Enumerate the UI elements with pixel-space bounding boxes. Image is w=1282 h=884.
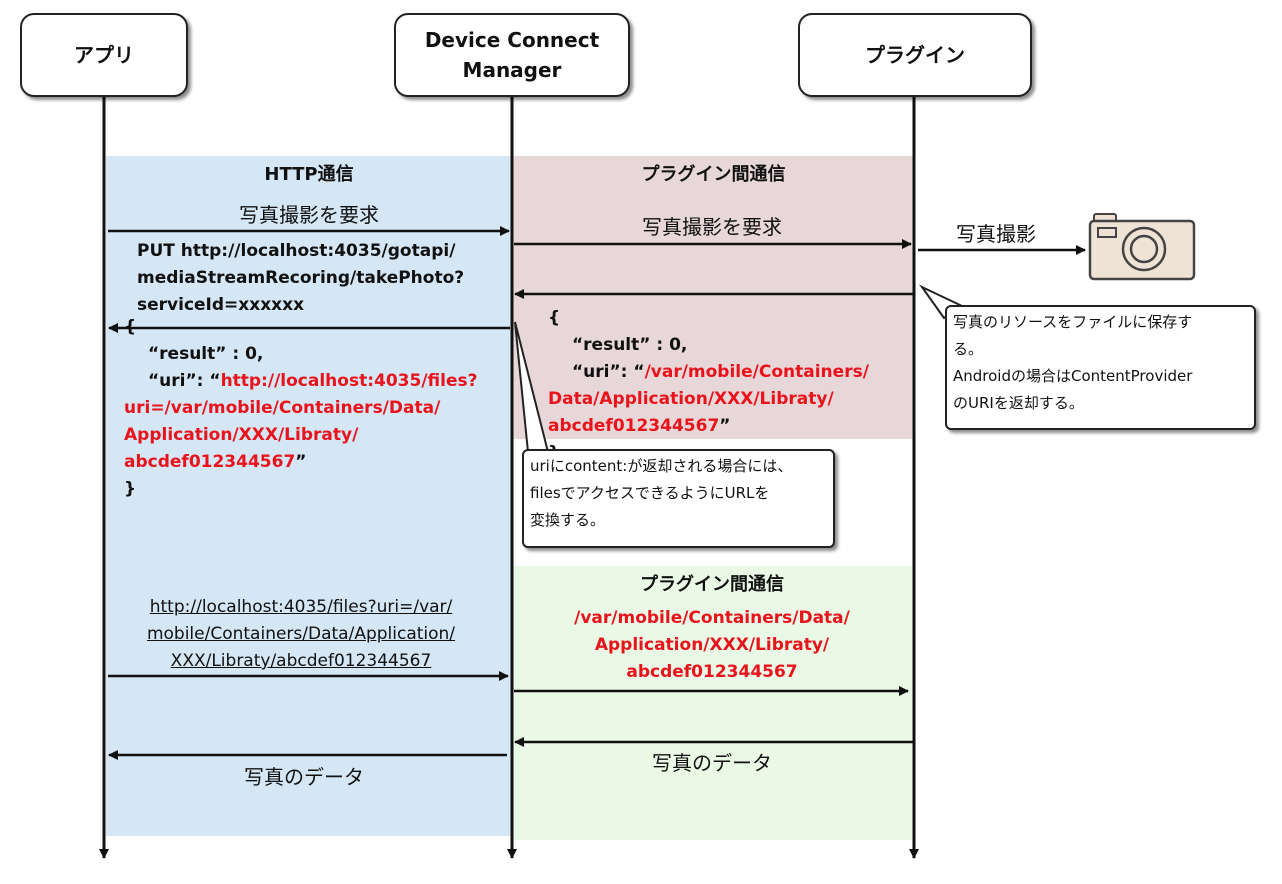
plugin-note-line-2: る。 (953, 340, 984, 358)
plugin-path-line-1: /var/mobile/Containers/Data/ (574, 608, 850, 628)
files-request-line-2: mobile/Containers/Data/Application/ (146, 624, 456, 644)
files-request: http://localhost:4035/files?uri=/var/ mo… (106, 594, 496, 675)
response-plugin-close: } (548, 440, 869, 454)
response-plugin-uri-line: “uri”: “/var/mobile/Containers/ (548, 359, 869, 386)
msg-request-app: 写真撮影を要求 (239, 203, 379, 227)
plugin-path-line-3: abcdef012344567 (626, 662, 798, 682)
response-app-uri-end: ” (295, 452, 307, 472)
manager-note-line-1: uriにcontent:が返却される場合には、 (530, 457, 793, 475)
section-http-title: HTTP通信 (264, 164, 354, 185)
response-app-uri-last: abcdef012344567” (124, 449, 477, 476)
actor-manager-label-2: Manager (462, 58, 562, 82)
response-plugin-uri-key: “uri”: “ (572, 362, 645, 382)
response-plugin-uri-red-2: Data/Application/XXX/Libraty/ (548, 389, 834, 409)
manager-note-line-2: filesでアクセスできるようにURLを (530, 484, 770, 502)
response-app-uri-line: “uri”: “http://localhost:4035/files? (124, 368, 477, 395)
plugin-note: 写真のリソースをファイルに保存す る。 Androidの場合はContentPr… (945, 305, 1256, 430)
request-url: PUT http://localhost:4035/gotapi/ mediaS… (137, 238, 464, 319)
response-plugin-uri-end: ” (719, 416, 731, 436)
response-plugin-result: “result” : 0, (572, 335, 688, 355)
response-plugin: { “result” : 0, “uri”: “/var/mobile/Cont… (548, 305, 869, 454)
response-app-uri-red-4: abcdef012344567 (124, 452, 296, 472)
section-plugin-bottom-title: プラグイン間通信 (640, 574, 784, 595)
request-line-3: serviceId=xxxxxx (137, 295, 305, 315)
response-plugin-uri-red-3: abcdef012344567 (548, 416, 720, 436)
manager-note-line-3: 変換する。 (530, 511, 606, 529)
http-region (106, 156, 512, 836)
camera-icon (1088, 213, 1196, 281)
actor-manager: Device Connect Manager (394, 13, 630, 97)
request-line-2: mediaStreamRecoring/takePhoto? (137, 268, 465, 288)
actor-plugin: プラグイン (798, 13, 1032, 97)
response-app-close: } (124, 479, 137, 499)
response-plugin-uri-red-1: /var/mobile/Containers/ (644, 362, 869, 382)
msg-photo-data-app: 写真のデータ (244, 765, 364, 789)
plugin-path-line-2: Application/XXX/Libraty/ (594, 635, 830, 655)
plugin-note-line-3: Androidの場合はContentProvider (953, 367, 1193, 385)
plugin-note-line-4: のURIを返却する。 (953, 394, 1084, 412)
actor-app: アプリ (20, 13, 188, 97)
plugin-path: /var/mobile/Containers/Data/ Application… (512, 605, 912, 686)
response-app: { “result” : 0, “uri”: “http://localhost… (124, 314, 477, 503)
actor-plugin-label: プラグイン (865, 43, 965, 67)
response-app-result: “result” : 0, (148, 344, 264, 364)
response-app-uri-red-1: http://localhost:4035/files? (220, 371, 478, 391)
actor-manager-label-1: Device Connect (424, 28, 600, 52)
msg-request-plugin: 写真撮影を要求 (642, 215, 782, 239)
manager-note: uriにcontent:が返却される場合には、 filesでアクセスできるように… (522, 449, 835, 548)
msg-photo-data-plugin: 写真のデータ (652, 751, 772, 775)
section-plugin-top-title: プラグイン間通信 (641, 164, 786, 185)
response-app-open: { (124, 317, 137, 337)
response-app-uri-key: “uri”: “ (148, 371, 221, 391)
files-request-line-3: XXX/Libraty/abcdef012344567 (170, 651, 432, 671)
response-app-uri-red-3: Application/XXX/Libraty/ (124, 425, 359, 445)
request-line-1: PUT http://localhost:4035/gotapi/ (137, 241, 456, 261)
files-request-line-1: http://localhost:4035/files?uri=/var/ (149, 597, 453, 617)
response-plugin-open: { (548, 308, 561, 328)
response-app-uri-red-2: uri=/var/mobile/Containers/Data/ (124, 398, 441, 418)
plugin-comm-top-region (512, 156, 915, 439)
manager-note-tail (514, 321, 550, 453)
actor-app-label: アプリ (74, 43, 134, 67)
plugin-note-line-1: 写真のリソースをファイルに保存す (953, 313, 1193, 331)
plugin-comm-bottom-region (512, 566, 912, 840)
response-plugin-uri-last: abcdef012344567” (548, 413, 869, 440)
msg-take-photo: 写真撮影 (956, 222, 1036, 246)
